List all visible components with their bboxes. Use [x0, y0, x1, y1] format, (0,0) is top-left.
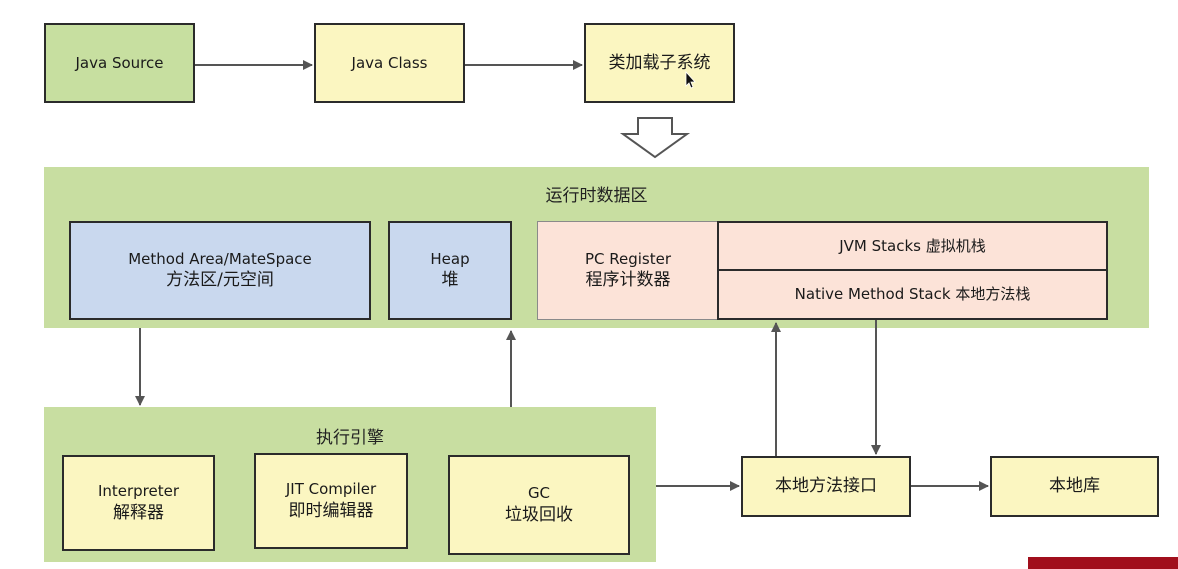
interpreter-box: Interpreter 解释器	[62, 455, 215, 551]
hollow-down-arrow	[619, 117, 691, 159]
method-area-box: Method Area/MateSpace 方法区/元空间	[69, 221, 371, 320]
gc-box: GC 垃圾回收	[448, 455, 630, 555]
pc-register-box: PC Register 程序计数器	[537, 221, 719, 320]
heap-label-zh: 堆	[441, 270, 459, 291]
class-loader-label: 类加载子系统	[608, 52, 711, 73]
gc-label-en: GC	[527, 484, 551, 503]
pc-register-label-en: PC Register	[584, 249, 672, 268]
pc-register-label-zh: 程序计数器	[585, 270, 671, 291]
method-area-label-en: Method Area/MateSpace	[128, 249, 312, 268]
class-loader-box: 类加载子系统	[584, 23, 735, 103]
native-library-label: 本地库	[1049, 476, 1100, 497]
execution-engine-title: 执行引擎	[316, 428, 384, 448]
native-interface-label: 本地方法接口	[775, 476, 877, 497]
gc-label-zh: 垃圾回收	[505, 504, 573, 525]
interpreter-label-en: Interpreter	[97, 482, 180, 501]
heap-box: Heap 堆	[388, 221, 512, 320]
java-class-label: Java Class	[351, 53, 428, 72]
native-method-stack-label: Native Method Stack 本地方法栈	[794, 285, 1031, 304]
jvm-stacks-box: JVM Stacks 虚拟机栈	[717, 221, 1108, 271]
java-class-box: Java Class	[314, 23, 465, 103]
runtime-data-area-title: 运行时数据区	[545, 186, 648, 206]
jit-compiler-label-en: JIT Compiler	[285, 480, 377, 499]
native-method-stack-box: Native Method Stack 本地方法栈	[717, 269, 1108, 320]
java-source-box: Java Source	[44, 23, 195, 103]
java-source-label: Java Source	[75, 53, 164, 72]
jvm-stacks-label: JVM Stacks 虚拟机栈	[839, 236, 986, 255]
watermark-bar	[1028, 557, 1178, 569]
jit-compiler-box: JIT Compiler 即时编辑器	[254, 453, 408, 549]
native-library-box: 本地库	[990, 456, 1159, 517]
method-area-label-zh: 方法区/元空间	[166, 270, 274, 291]
jit-compiler-label-zh: 即时编辑器	[288, 500, 374, 521]
interpreter-label-zh: 解释器	[113, 502, 164, 523]
native-interface-box: 本地方法接口	[741, 456, 911, 517]
heap-label-en: Heap	[430, 249, 470, 268]
